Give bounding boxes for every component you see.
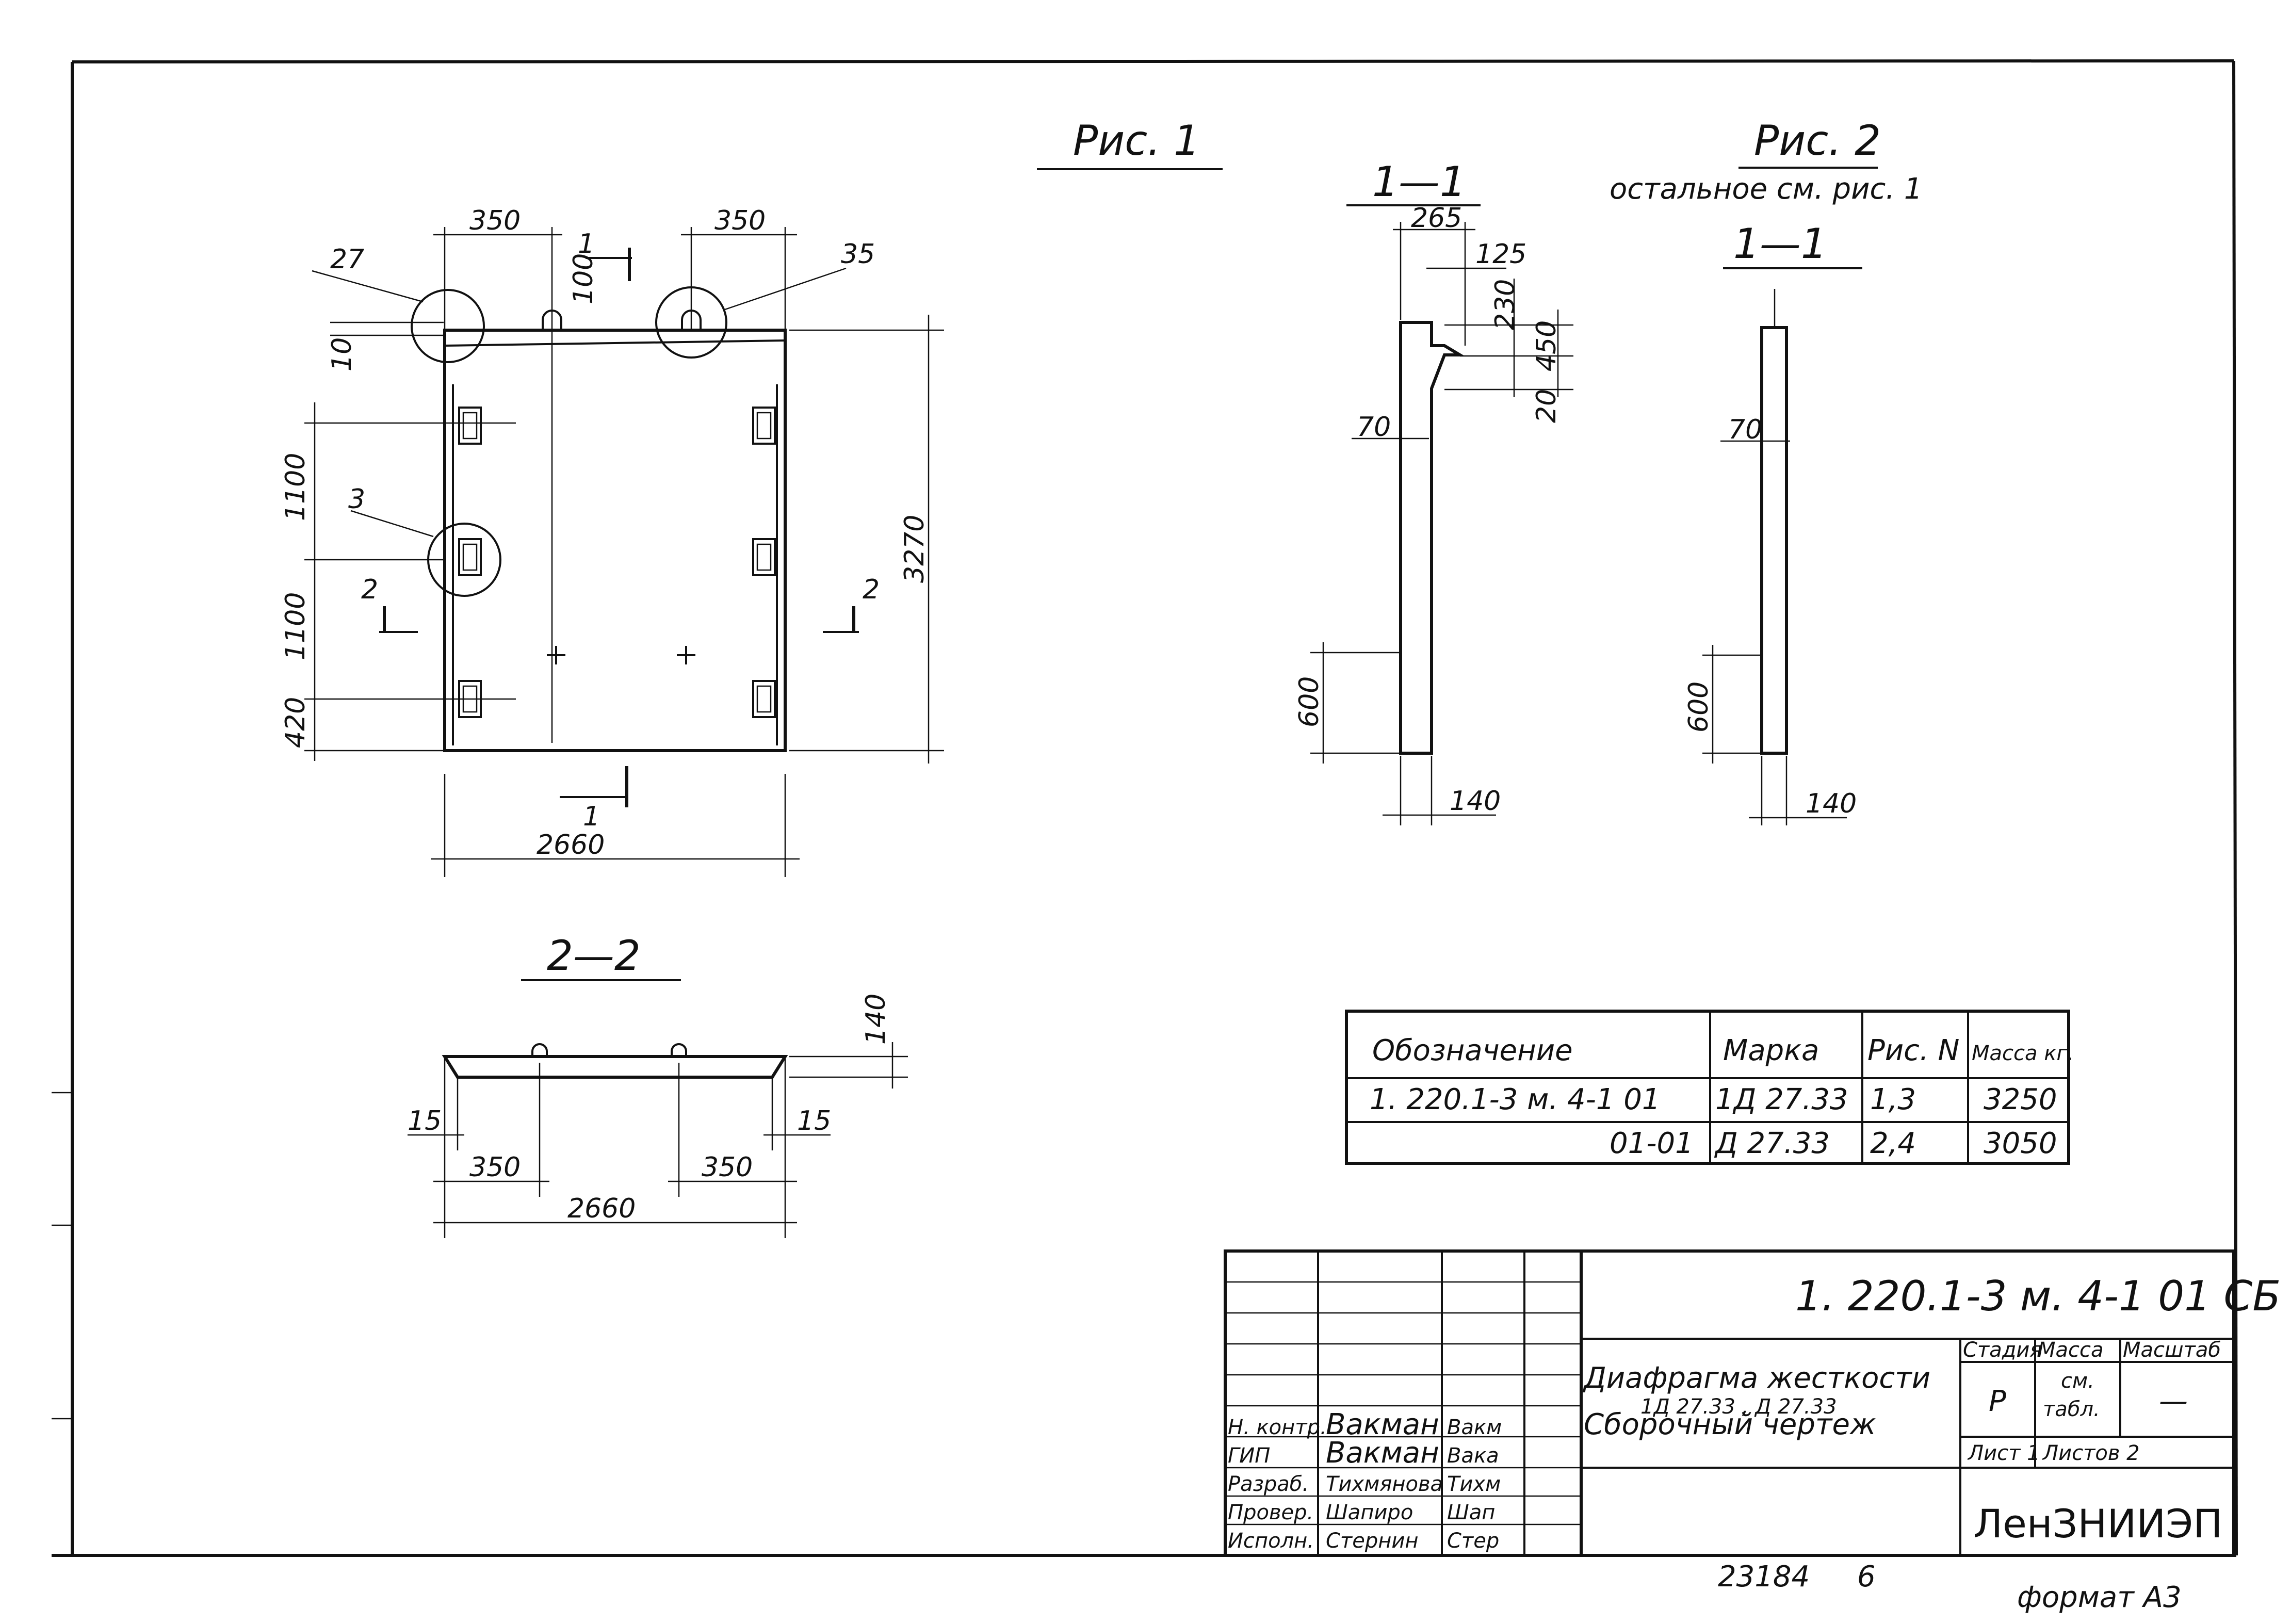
sig-sign-4: Шап <box>1447 1501 1495 1524</box>
label-mass: Масса <box>2038 1338 2104 1362</box>
sig-name-4: Шапиро <box>1326 1501 1413 1524</box>
sig-sign-1: Вакм <box>1447 1416 1502 1439</box>
doc-name-line3: Сборочный чертеж <box>1584 1408 1876 1441</box>
dim-2660: 2660 <box>537 830 605 860</box>
label-stage: Стадия <box>1963 1338 2042 1362</box>
dim-15-left: 15 <box>408 1106 442 1136</box>
dim-1100-lower: 1100 <box>280 592 311 660</box>
value-mass-2: табл. <box>2043 1398 2100 1421</box>
section22-profile <box>442 1055 788 1079</box>
doc-code: 1. 220.1-3 м. 4-1 01 СБ <box>1795 1272 2281 1320</box>
section-1-1-left: 1—1 265 125 230 450 20 70 600 140 <box>1294 158 1573 825</box>
dim-70-left: 70 <box>1357 412 1391 443</box>
inventory-number: 23184 <box>1718 1560 1810 1594</box>
section11-right-title: 1—1 <box>1733 220 1827 268</box>
table-row1-mark: 1Д 27.33 <box>1715 1083 1848 1116</box>
sig-sign-2: Вака <box>1447 1444 1499 1468</box>
table-row1-designation: 1. 220.1-3 м. 4-1 01 <box>1370 1083 1661 1116</box>
figure-2: Рис. 2 остальное см. рис. 1 1—1 70 600 1… <box>1610 117 1923 825</box>
section11-right-profile <box>1760 326 1788 755</box>
dim-450: 450 <box>1531 320 1562 371</box>
sig-sign-5: Стер <box>1447 1529 1499 1553</box>
section11-left-title: 1—1 <box>1372 158 1466 206</box>
sig-role-5: Исполн. <box>1228 1529 1314 1553</box>
doc-name-line2: 1Д 27.33 , Д 27.33 <box>1640 1395 1837 1419</box>
format-label: формат А3 <box>2017 1581 2182 1614</box>
dim-265: 265 <box>1411 203 1462 234</box>
section22-title: 2—2 <box>547 932 641 980</box>
value-stage: Р <box>1989 1385 2006 1418</box>
sig-role-4: Провер. <box>1228 1501 1313 1524</box>
table-row2-mark: Д 27.33 <box>1714 1127 1830 1160</box>
value-mass-1: см. <box>2061 1369 2094 1393</box>
sheet-number: Лист 1 <box>1967 1441 2040 1465</box>
section-mark-2-left: 2 <box>361 574 378 605</box>
fig2-title: Рис. 2 <box>1754 117 1881 165</box>
sig-name-3: Тихмянова <box>1326 1472 1443 1496</box>
dim-350-s22-left: 350 <box>469 1152 521 1183</box>
dim-420: 420 <box>280 697 311 748</box>
sheet-frame <box>52 59 2238 1557</box>
sig-role-3: Разраб. <box>1228 1472 1309 1496</box>
dim-10: 10 <box>327 337 358 371</box>
detail-circle-27 <box>411 289 485 363</box>
table-header-fig: Рис. N <box>1867 1034 1959 1067</box>
table-row1-mass: 3250 <box>1984 1083 2057 1116</box>
section-mark-2-right: 2 <box>863 574 880 605</box>
callout-35: 35 <box>841 239 875 270</box>
table-row2-fig: 2,4 <box>1870 1127 1916 1160</box>
fig2-subtitle: остальное см. рис. 1 <box>1610 172 1923 206</box>
organization-name: ЛенЗНИИЭП <box>1973 1501 2222 1547</box>
dim-15-right: 15 <box>797 1106 831 1136</box>
marks-table: Обозначение Марка Рис. N Масса кг. 1. 22… <box>1345 1010 2074 1165</box>
dim-140-s22: 140 <box>860 994 891 1045</box>
table-header-mark: Марка <box>1723 1034 1819 1067</box>
section-mark-1-bottom: 1 <box>583 801 600 832</box>
dim-125: 125 <box>1475 239 1526 270</box>
inventory-suffix: 6 <box>1857 1560 1876 1594</box>
dim-140-right: 140 <box>1806 788 1857 819</box>
callout-27: 27 <box>330 244 364 275</box>
dim-1100-upper: 1100 <box>280 453 311 521</box>
title-block: 1. 220.1-3 м. 4-1 01 СБ Диафрагма жестко… <box>1224 1249 2281 1557</box>
dim-350-right: 350 <box>714 205 766 236</box>
sig-sign-3: Тихм <box>1447 1472 1501 1496</box>
dim-230: 230 <box>1490 279 1521 330</box>
value-scale: — <box>2159 1385 2188 1418</box>
callout-3: 3 <box>348 484 365 515</box>
doc-name-line1: Диафрагма жесткости <box>1582 1361 1930 1395</box>
sig-name-5: Стернин <box>1326 1529 1419 1553</box>
dim-20: 20 <box>1531 389 1562 423</box>
table-row2-mass: 3050 <box>1984 1127 2057 1160</box>
table-header-designation: Обозначение <box>1372 1034 1573 1067</box>
dim-350-left: 350 <box>469 205 521 236</box>
dim-2660-s22: 2660 <box>567 1193 636 1224</box>
section11-left-profile <box>1399 321 1466 755</box>
dim-3270: 3270 <box>899 515 930 583</box>
sig-role-2: ГИП <box>1228 1444 1270 1468</box>
label-scale: Масштаб <box>2123 1338 2221 1362</box>
embedded-plates <box>458 407 776 718</box>
sheet-count: Листов 2 <box>2042 1441 2140 1465</box>
panel-outline <box>443 329 787 752</box>
dim-70-right: 70 <box>1728 414 1762 445</box>
sig-name-1: Вакман <box>1326 1408 1439 1441</box>
fig1-title: Рис. 1 <box>1073 117 1200 165</box>
sig-name-2: Вакман <box>1326 1436 1439 1470</box>
figure-1: Рис. 1 27 35 3 <box>280 117 1223 877</box>
table-row1-fig: 1,3 <box>1870 1083 1916 1116</box>
dim-140-left: 140 <box>1450 786 1501 817</box>
table-row2-designation: 01-01 <box>1610 1127 1694 1160</box>
table-header-mass: Масса кг. <box>1972 1042 2074 1065</box>
dim-350-s22-right: 350 <box>702 1152 753 1183</box>
dim-600-left: 600 <box>1294 676 1325 727</box>
section-mark-1-top: 1 <box>578 229 595 259</box>
sig-role-1: Н. контр. <box>1228 1416 1327 1439</box>
dim-100: 100 <box>568 253 599 304</box>
section-2-2: 2—2 140 15 15 350 350 2660 <box>408 932 908 1238</box>
dim-600-right: 600 <box>1683 681 1714 733</box>
